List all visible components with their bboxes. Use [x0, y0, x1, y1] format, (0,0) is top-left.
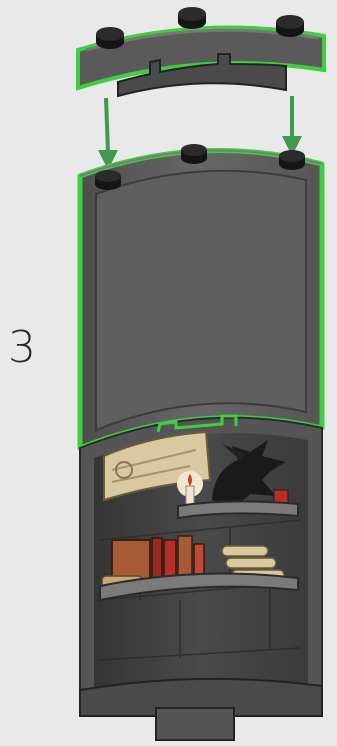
- top-curved-brick: [78, 7, 324, 96]
- library-scene-section: [80, 416, 322, 740]
- stud-icon: [279, 150, 305, 170]
- arrow-down-icon: [98, 98, 118, 170]
- stud-icon: [181, 144, 207, 164]
- stud-icon: [276, 15, 304, 37]
- arrow-down-icon: [282, 96, 302, 156]
- stud-icon: [178, 7, 206, 29]
- stud-icon: [95, 170, 121, 190]
- curved-wall-panel: [80, 144, 322, 448]
- stud-icon: [96, 27, 124, 49]
